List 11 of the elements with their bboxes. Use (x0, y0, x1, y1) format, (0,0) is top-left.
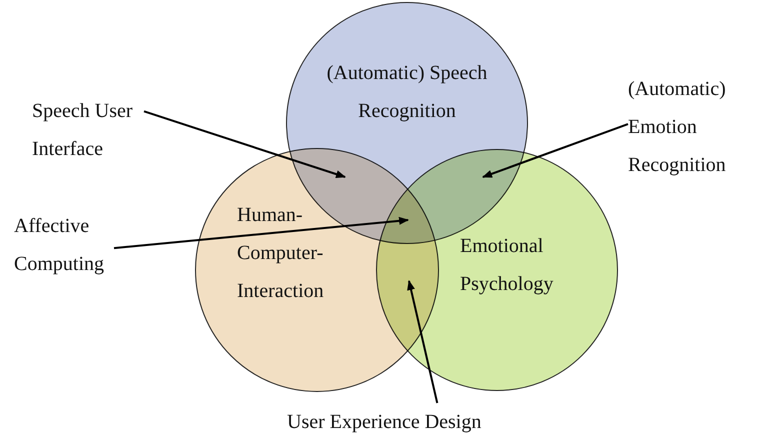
callout-label: (Automatic) Emotion Recognition (628, 70, 771, 184)
leader-line (114, 216, 409, 250)
leader-line (144, 110, 346, 178)
circle-label: Emotional Psychology (460, 234, 554, 297)
leader-line (407, 280, 438, 404)
leader-line (482, 123, 628, 178)
callout-label: User Experience Design (287, 403, 482, 439)
callout-label: Affective Computing (14, 207, 114, 283)
circle-label: (Automatic) Speech Recognition (326, 61, 488, 124)
circle-label: Human-Computer-Interaction (237, 203, 325, 304)
callout-label: Speech User Interface (32, 92, 144, 168)
